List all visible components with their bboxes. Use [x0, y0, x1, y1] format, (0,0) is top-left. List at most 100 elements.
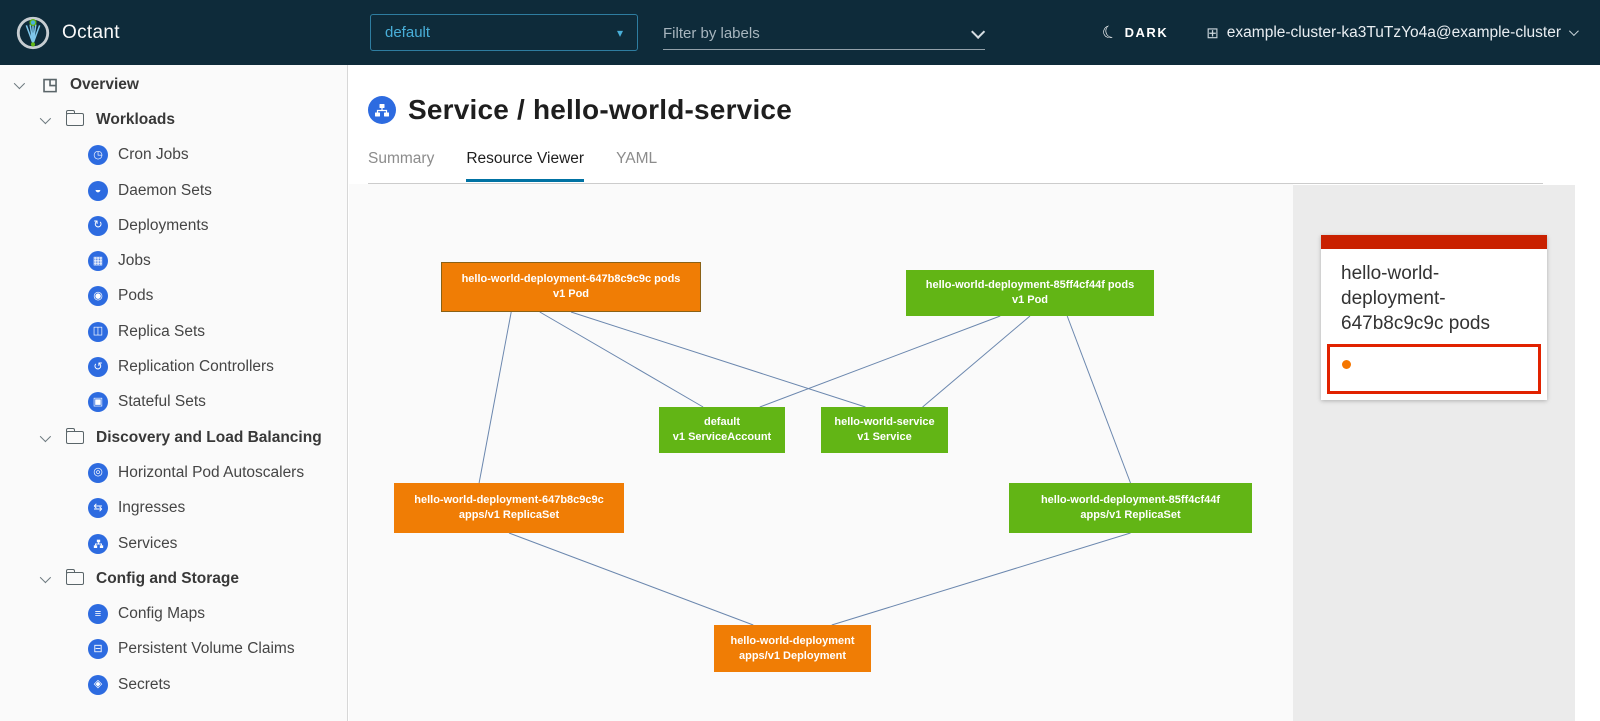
edge-rs-85ff-to-deployment — [831, 532, 1131, 626]
sidebar-item-horizontal-pod-autoscalers[interactable]: ◎ Horizontal Pod Autoscalers — [0, 455, 347, 490]
sidebar-item-persistent-volume-claims[interactable]: ⊟Persistent Volume Claims — [0, 632, 347, 667]
jobs-icon: ▦ — [88, 251, 108, 272]
theme-toggle-button[interactable]: ☾ DARK — [1099, 21, 1169, 44]
node-label: default — [703, 416, 741, 429]
node-apiversion-kind: v1 ServiceAccount — [672, 431, 772, 443]
pods-icon: ◉ — [88, 286, 108, 307]
sidebar-item-workloads[interactable]: Workloads — [0, 102, 347, 137]
sidebar-item-label: Stateful Sets — [118, 393, 206, 411]
sidebar-item-daemon-sets[interactable]: ◒Daemon Sets — [0, 173, 347, 208]
theme-toggle-label: DARK — [1124, 25, 1169, 40]
pod-status-box — [1327, 344, 1541, 394]
horizontal-pod-autoscalers-icon: ◎ — [88, 462, 108, 483]
edge-pod-647-to-serviceaccount-default — [539, 311, 704, 408]
sidebar-item-label: Horizontal Pod Autoscalers — [118, 463, 305, 481]
octant-logo[interactable]: Octant — [14, 14, 120, 52]
graph-node-pod-647[interactable]: hello-world-deployment-647b8c9c9c pods v1… — [441, 262, 701, 312]
app-title: Octant — [62, 21, 120, 43]
label-filter-input[interactable] — [663, 25, 971, 42]
chevron-down-icon[interactable] — [36, 112, 52, 128]
sidebar-item-discovery-and-load-balancing[interactable]: Discovery and Load Balancing — [0, 420, 347, 455]
sidebar-item-deployments[interactable]: ↻ Deployments — [0, 208, 347, 243]
sidebar-item-services[interactable]: Services — [0, 526, 347, 561]
graph-edges — [478, 311, 1131, 626]
sidebar-item-overview[interactable]: ◳ Overview — [0, 67, 347, 102]
sidebar-item-replica-sets[interactable]: ◫Replica Sets — [0, 314, 347, 349]
sidebar-item-config-and-storage[interactable]: Config and Storage — [0, 561, 347, 596]
page-title: Service / hello-world-service — [408, 94, 792, 125]
sidebar-item-jobs[interactable]: ▦ Jobs — [0, 243, 347, 278]
replica-sets-icon: ◫ — [88, 321, 108, 342]
graph-node-service-hello-world[interactable]: hello-world-service v1 Service — [821, 407, 948, 453]
node-apiversion-kind: v1 Service — [857, 431, 912, 443]
sidebar-item-label: Discovery and Load Balancing — [96, 428, 322, 446]
caret-down-icon: ▾ — [616, 25, 623, 40]
deployments-icon: ↻ — [88, 215, 108, 236]
sidebar-item-label: Secrets — [118, 675, 171, 693]
node-apiversion-kind: v1 Pod — [1011, 294, 1049, 306]
chevron-down-icon[interactable] — [10, 77, 26, 93]
node-apiversion-kind: apps/v1 Deployment — [739, 649, 846, 662]
sidebar-item-label: Config Maps — [118, 605, 206, 623]
sidebar-item-label: Jobs — [118, 252, 151, 270]
node-label: hello-world-deployment-85ff4cf44f pods — [925, 279, 1135, 292]
sidebar-item-label: Overview — [70, 75, 139, 93]
content-divider — [368, 183, 1543, 184]
config-maps-icon: ≡ — [88, 604, 108, 625]
service-icon — [368, 96, 396, 124]
edge-pod-647-to-rs-647 — [478, 311, 512, 484]
sidebar-item-label: Config and Storage — [96, 569, 239, 587]
folder-icon — [66, 109, 84, 127]
selected-node-title: hello-world-deployment-647b8c9c9c pods — [1341, 263, 1490, 334]
sidebar-item-label: Cron Jobs — [118, 146, 189, 164]
chevron-down-icon[interactable] — [971, 24, 986, 39]
sidebar-item-label: Services — [118, 534, 178, 552]
tab-resource-viewer[interactable]: Resource Viewer — [466, 150, 585, 182]
sidebar-item-config-maps[interactable]: ≡ Config Maps — [0, 596, 347, 631]
edge-pod-647-to-service-hello-world — [570, 311, 866, 408]
graph-node-serviceaccount-default[interactable]: default v1 ServiceAccount — [659, 407, 785, 453]
tab-bar: Summary Resource Viewer YAML — [368, 150, 657, 182]
node-label: hello-world-service — [834, 416, 935, 429]
label-filter — [663, 18, 986, 50]
sidebar-item-label: Pods — [118, 287, 154, 305]
graph-node-pod-85ff[interactable]: hello-world-deployment-85ff4cf44f pods v1… — [906, 270, 1154, 316]
sidebar-item-pods[interactable]: ◉ Pods — [0, 279, 347, 314]
page-title-wrap: Service / hello-world-service — [368, 94, 792, 126]
edge-pod-85ff-to-serviceaccount-default — [759, 315, 1001, 408]
applications-icon: ◳ — [41, 74, 59, 94]
namespace-select-value: default — [385, 24, 431, 41]
chevron-down-icon[interactable] — [36, 571, 52, 587]
moon-icon: ☾ — [1099, 21, 1121, 44]
chevron-down-icon[interactable] — [36, 430, 52, 446]
folder-icon — [66, 427, 84, 445]
sidebar-item-label: Replication Controllers — [118, 358, 274, 376]
sidebar-item-label: Deployments — [118, 216, 209, 234]
sidebar-item-secrets[interactable]: ◈Secrets — [0, 667, 347, 702]
edge-pod-85ff-to-rs-85ff — [1066, 315, 1131, 484]
cluster-switcher[interactable]: ⊞ example-cluster-ka3TuTzYo4a@example-cl… — [1206, 24, 1579, 42]
sidebar-item-cron-jobs[interactable]: ◷Cron Jobs — [0, 138, 347, 173]
stateful-sets-icon: ▣ — [88, 392, 108, 413]
resource-graph: hello-world-deployment-647b8c9c9c pods v1… — [349, 184, 1293, 721]
edge-rs-647-to-deployment — [508, 532, 754, 626]
octant-logo-icon — [16, 16, 50, 49]
namespace-select[interactable]: default ▾ — [370, 14, 638, 51]
replication-controllers-icon: ↺ — [88, 357, 108, 378]
tab-summary[interactable]: Summary — [368, 150, 435, 167]
node-apiversion-kind: v1 Pod — [552, 288, 590, 300]
node-label: hello-world-deployment-85ff4cf44f — [1040, 494, 1221, 507]
daemon-sets-icon: ◒ — [88, 180, 108, 201]
node-label: hello-world-deployment-647b8c9c9c pods — [461, 273, 681, 286]
edge-pod-85ff-to-service-hello-world — [922, 315, 1031, 408]
tab-yaml[interactable]: YAML — [616, 150, 658, 167]
sidebar-item-replication-controllers[interactable]: ↺ Replication Controllers — [0, 349, 347, 384]
sidebar-item-stateful-sets[interactable]: ▣ Stateful Sets — [0, 385, 347, 420]
sidebar-item-ingresses[interactable]: ⇆Ingresses — [0, 491, 347, 526]
pod-status-dot[interactable] — [1342, 360, 1351, 369]
node-label: hello-world-deployment-647b8c9c9c — [414, 494, 604, 507]
